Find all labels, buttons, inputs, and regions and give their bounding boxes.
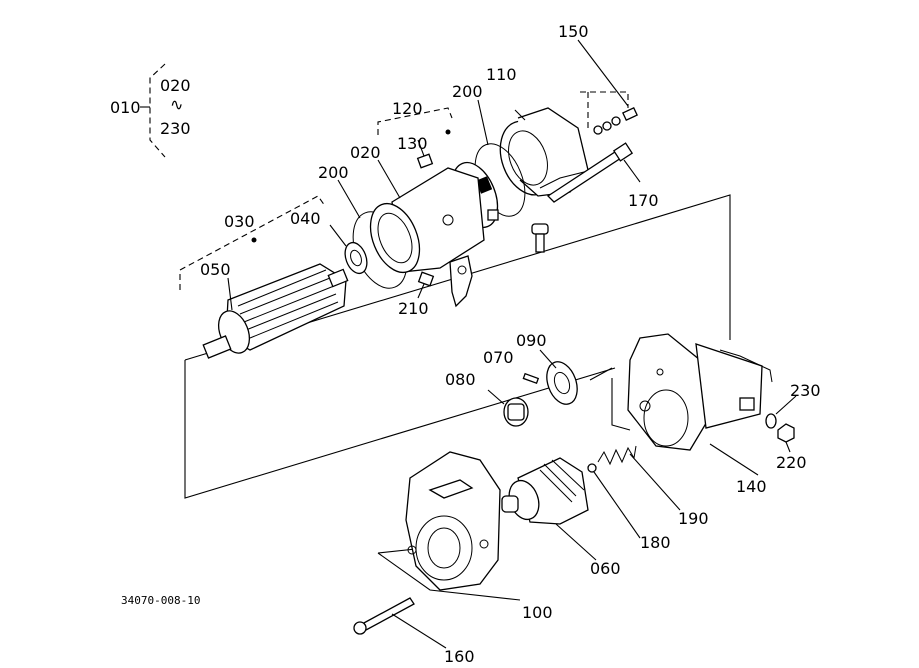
leader-060 (555, 523, 597, 561)
frame-140-link (611, 378, 631, 431)
part-150-nut-set (577, 39, 638, 135)
part-screw (531, 223, 549, 253)
part-230-washer (765, 395, 797, 429)
callout-120: 120 (392, 99, 423, 118)
leader-140 (709, 443, 759, 476)
callout-220: 220 (776, 453, 807, 472)
callout-170: 170 (628, 191, 659, 210)
part-180-ball (587, 463, 641, 539)
leader-190 (629, 453, 681, 511)
part-140-housing (627, 333, 773, 476)
bracket-150 (580, 91, 629, 130)
part-110-end-cover (499, 107, 613, 197)
callout-110: 110 (486, 65, 517, 84)
part-060-clutch (501, 457, 597, 561)
part-040-bearing (329, 224, 368, 275)
leader-080 (487, 389, 505, 405)
leader-220 (785, 441, 791, 453)
part-210-terminal (417, 255, 473, 308)
callout-020b: 020 (350, 143, 381, 162)
leader-100-a (377, 552, 521, 601)
callout-210: 210 (398, 299, 429, 318)
drawing-number: 34070-008-10 (121, 594, 200, 607)
callout-230a: 230 (160, 119, 191, 138)
part-030-armature (202, 237, 349, 359)
callout-140: 140 (736, 477, 767, 496)
part-160-bolt (353, 597, 447, 649)
leader-170 (623, 159, 641, 183)
callout-200b: 200 (318, 163, 349, 182)
callout-150: 150 (558, 22, 589, 41)
callout-100: 100 (522, 603, 553, 622)
part-080-roller (487, 389, 529, 427)
leader-200a (477, 99, 489, 146)
part-020-yoke (369, 159, 485, 274)
callout-030: 030 (224, 212, 255, 231)
leader-200b (337, 179, 361, 219)
callout-060: 060 (590, 559, 621, 578)
callout-080: 080 (445, 370, 476, 389)
callout-190: 190 (678, 509, 709, 528)
callout-130: 130 (397, 134, 428, 153)
leader-160 (391, 613, 447, 649)
callout-050: 050 (200, 260, 231, 279)
part-170-through-bolt (546, 142, 641, 203)
part-130-brush (416, 139, 434, 169)
leader-090-b (589, 367, 613, 381)
leader-040 (329, 224, 347, 247)
leader-180 (593, 471, 641, 539)
frame-top (184, 194, 731, 361)
callout-010: 010 (110, 98, 141, 117)
group-brackets (140, 63, 731, 601)
callout-180: 180 (640, 533, 671, 552)
callout-090: 090 (516, 331, 547, 350)
callout-230b: 230 (790, 381, 821, 400)
part-070-pin (522, 372, 540, 385)
callout-160: 160 (444, 647, 475, 666)
leader-090 (539, 349, 557, 369)
part-100-drive-housing (405, 451, 501, 591)
callout-tilde: ∿ (170, 95, 183, 114)
leader-020b (377, 159, 401, 199)
leader-150 (577, 39, 629, 107)
leader-130 (417, 139, 425, 157)
leader-050 (227, 277, 233, 311)
callout-040: 040 (290, 209, 321, 228)
part-090-gear (539, 349, 613, 405)
bracket-030 (179, 195, 326, 290)
callout-200a: 200 (452, 82, 483, 101)
leader-210 (417, 283, 425, 299)
frame-left (184, 360, 616, 499)
bracket-010 (149, 63, 166, 158)
callout-070: 070 (483, 348, 514, 367)
leader-230b (775, 395, 797, 415)
part-190-spring (597, 445, 681, 511)
callout-020a: 020 (160, 76, 191, 95)
part-220-nut (777, 423, 795, 453)
leader-110 (514, 109, 526, 121)
